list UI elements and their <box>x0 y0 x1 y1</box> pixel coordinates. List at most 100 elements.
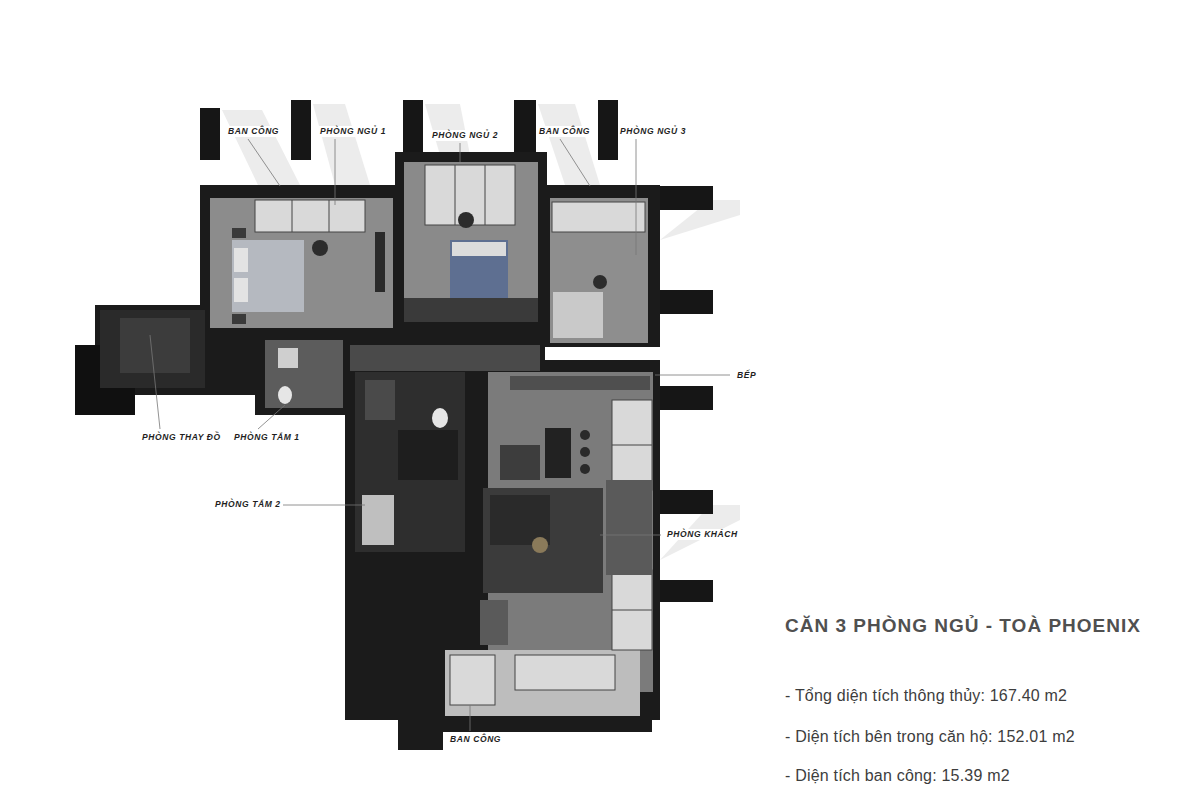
pillars <box>200 100 713 602</box>
pillar <box>403 100 423 155</box>
room-label: BAN CÔNG <box>448 734 503 745</box>
living-rug <box>483 488 603 593</box>
area-note: - Tổng diện tích thông thủy: 167.40 m2 <box>785 686 1067 706</box>
leader-line <box>560 139 590 186</box>
leader-line <box>460 143 461 162</box>
desk <box>375 232 385 292</box>
pillar <box>655 490 713 514</box>
dining-table <box>545 428 571 478</box>
corridor-floor <box>350 345 540 371</box>
bath-floor <box>355 372 465 552</box>
toilet <box>432 408 448 428</box>
mullion <box>455 165 456 225</box>
window <box>612 570 652 650</box>
cabinet <box>480 600 508 645</box>
mullion <box>612 445 652 446</box>
room-label: BẾP <box>735 370 758 381</box>
leader-line <box>150 335 160 429</box>
window <box>612 400 652 490</box>
leader-line <box>636 139 637 255</box>
window <box>450 655 495 705</box>
pillow <box>452 242 506 256</box>
pillow <box>234 278 248 302</box>
room-label: PHÒNG NGỦ 1 <box>318 126 388 137</box>
window <box>255 200 365 232</box>
bedroom-floor <box>550 198 648 343</box>
light-ray <box>222 110 300 185</box>
room-label: PHÒNG NGỦ 2 <box>430 130 500 141</box>
pillar <box>598 100 618 160</box>
bath-floor <box>265 340 343 408</box>
room-label: PHÒNG KHÁCH <box>665 529 740 540</box>
mullion <box>329 200 330 232</box>
leader-lines <box>150 139 730 731</box>
walls <box>75 152 660 750</box>
pillar <box>655 186 713 210</box>
chair <box>458 212 474 228</box>
nightstand <box>232 228 246 238</box>
mullion <box>292 200 293 232</box>
leader-line <box>258 405 285 429</box>
area-note: - Diện tích bên trong căn hộ: 152.01 m2 <box>785 727 1075 747</box>
pillar <box>514 100 536 155</box>
sink <box>278 348 298 368</box>
pillar <box>291 100 311 160</box>
nightstand <box>232 314 246 324</box>
room-label: PHÒNG NGỦ 3 <box>618 126 688 137</box>
chair <box>312 240 328 256</box>
room-label: BAN CÔNG <box>226 126 281 137</box>
leader-line <box>335 139 336 205</box>
bed <box>553 292 603 338</box>
rug <box>404 298 538 322</box>
kitchen-counter <box>510 376 650 390</box>
area-note: - Diện tích ban công: 15.39 m2 <box>785 766 1010 786</box>
light-ray <box>538 104 600 185</box>
pillow <box>234 248 248 272</box>
bedroom-floor <box>210 198 393 328</box>
kitchen-island <box>500 445 540 480</box>
room-label: BAN CÔNG <box>537 126 592 137</box>
bedroom-floor <box>404 162 538 322</box>
leader-line <box>248 139 280 186</box>
window <box>552 202 645 232</box>
window <box>515 655 615 690</box>
wall-block <box>95 305 265 395</box>
vanity <box>365 380 395 420</box>
bed <box>232 240 304 312</box>
room-label: PHÒNG THAY ĐỒ <box>140 432 223 443</box>
balcony-floor <box>445 650 640 716</box>
plan-title: CĂN 3 PHÒNG NGỦ - TOÀ PHOENIX <box>785 614 1141 638</box>
coffee-table <box>532 537 548 553</box>
tv-wall <box>606 480 652 575</box>
dressing-cabinet <box>120 318 190 373</box>
bed <box>450 240 508 302</box>
bath-wall <box>398 430 458 480</box>
leader-line <box>282 505 365 506</box>
leader-line <box>470 705 471 731</box>
wall-block <box>345 360 660 720</box>
furniture <box>232 212 652 645</box>
leader-line <box>600 535 661 536</box>
windows <box>255 165 652 705</box>
pillar <box>655 290 713 314</box>
chair <box>580 447 590 457</box>
pillar <box>655 386 713 410</box>
shower <box>362 495 394 545</box>
dressing-floor <box>100 310 205 388</box>
light-ray <box>313 104 370 185</box>
mullion <box>485 165 486 225</box>
mullion <box>612 610 652 611</box>
room-label: PHÒNG TẮM 1 <box>232 432 302 443</box>
pillar <box>655 580 713 602</box>
leader-line <box>655 375 730 376</box>
pillar <box>200 108 220 160</box>
wall-block <box>430 640 652 732</box>
chair <box>580 464 590 474</box>
chair <box>580 430 590 440</box>
chair <box>593 275 607 289</box>
toilet <box>278 386 292 404</box>
room-label: PHÒNG TẮM 2 <box>213 499 283 510</box>
floors <box>100 162 653 716</box>
